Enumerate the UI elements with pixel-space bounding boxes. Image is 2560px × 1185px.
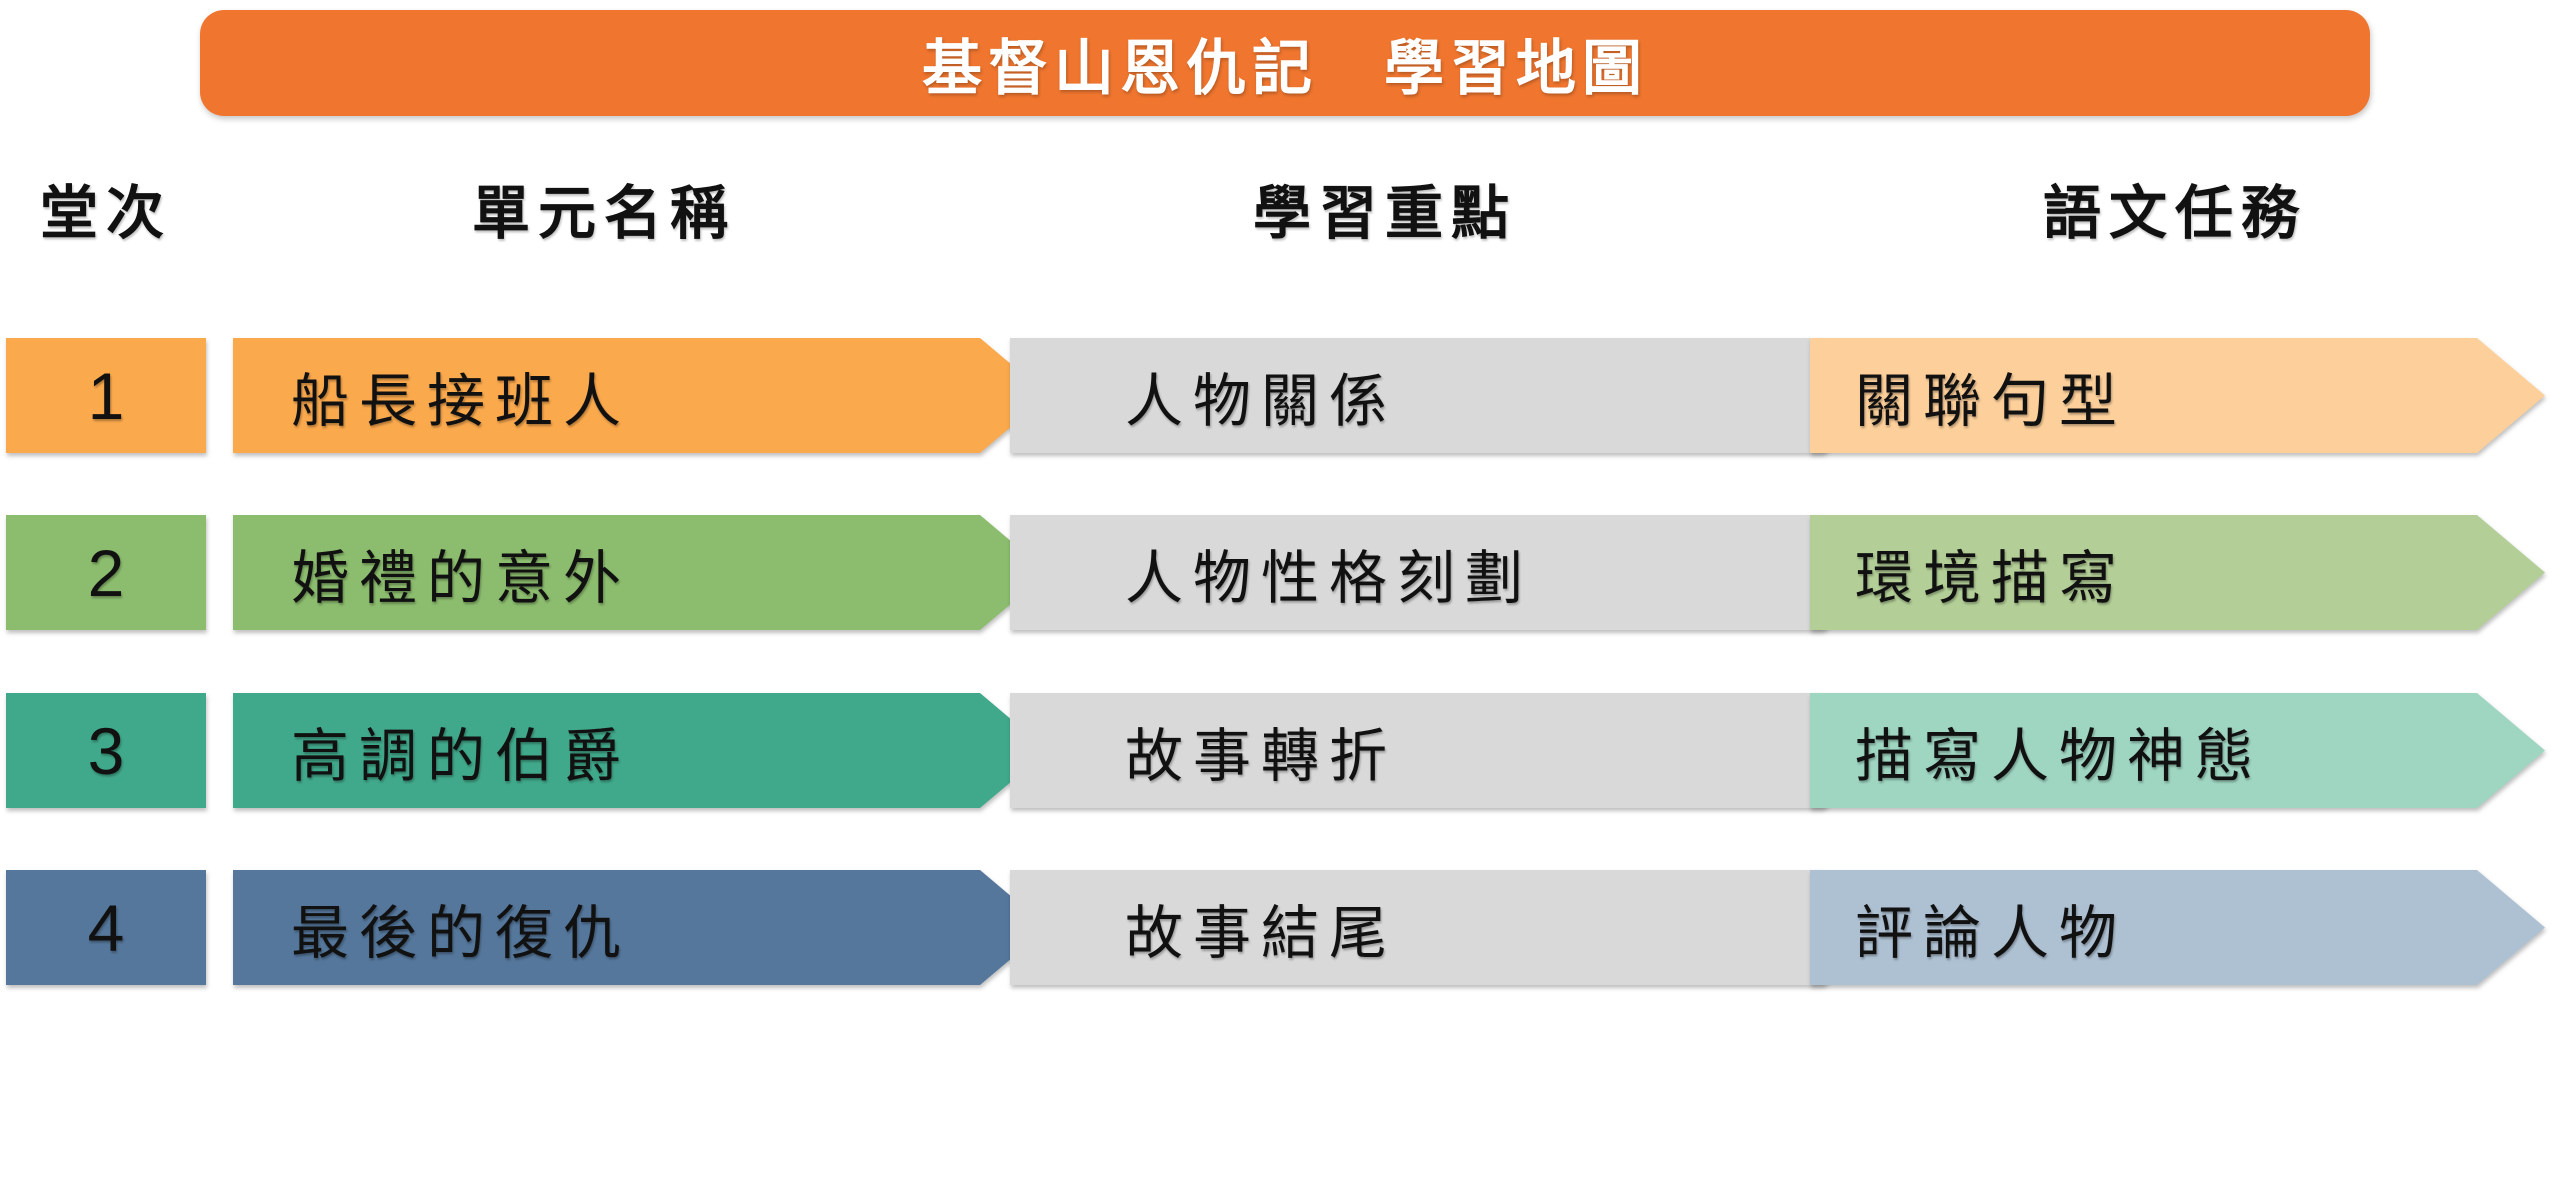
column-header-unit: 單元名稱 — [471, 181, 737, 246]
unit-arrow: 婚禮的意外 — [233, 515, 990, 630]
task-label: 關聯句型 — [1810, 338, 2545, 453]
task-label: 描寫人物神態 — [1810, 693, 2545, 808]
task-arrow: 描寫人物神態 — [1810, 693, 2500, 808]
unit-arrow: 高調的伯爵 — [233, 693, 990, 808]
unit-label: 婚禮的意外 — [233, 515, 1048, 630]
focus-label: 故事轉折 — [1010, 693, 1891, 808]
table-row: 4 最後的復仇 故事結尾 評論人物 — [0, 870, 2560, 985]
session-number: 4 — [6, 870, 206, 985]
column-header-session: 堂次 — [39, 181, 173, 246]
session-number: 1 — [6, 338, 206, 453]
session-number-box: 4 — [6, 870, 206, 985]
task-label: 環境描寫 — [1810, 515, 2545, 630]
session-number-box: 1 — [6, 338, 206, 453]
focus-arrow: 人物關係 — [1010, 338, 1776, 453]
unit-label: 最後的復仇 — [233, 870, 1048, 985]
task-arrow: 環境描寫 — [1810, 515, 2500, 630]
session-number: 3 — [6, 693, 206, 808]
focus-arrow: 故事結尾 — [1010, 870, 1776, 985]
title-banner: 基督山恩仇記 學習地圖 — [200, 10, 2370, 116]
focus-label: 人物性格刻劃 — [1010, 515, 1891, 630]
table-row: 2 婚禮的意外 人物性格刻劃 環境描寫 — [0, 515, 2560, 630]
table-row: 3 高調的伯爵 故事轉折 描寫人物神態 — [0, 693, 2560, 808]
session-number-box: 2 — [6, 515, 206, 630]
task-arrow: 評論人物 — [1810, 870, 2500, 985]
task-label: 評論人物 — [1810, 870, 2545, 985]
session-number-box: 3 — [6, 693, 206, 808]
unit-arrow: 船長接班人 — [233, 338, 990, 453]
focus-arrow: 人物性格刻劃 — [1010, 515, 1776, 630]
unit-arrow: 最後的復仇 — [233, 870, 990, 985]
column-header-focus: 學習重點 — [1252, 181, 1518, 246]
focus-label: 故事結尾 — [1010, 870, 1891, 985]
focus-label: 人物關係 — [1010, 338, 1891, 453]
page-title: 基督山恩仇記 學習地圖 — [200, 10, 2370, 116]
focus-arrow: 故事轉折 — [1010, 693, 1776, 808]
column-header-task: 語文任務 — [2042, 181, 2308, 246]
session-number: 2 — [6, 515, 206, 630]
unit-label: 船長接班人 — [233, 338, 1048, 453]
table-row: 1 船長接班人 人物關係 關聯句型 — [0, 338, 2560, 453]
unit-label: 高調的伯爵 — [233, 693, 1048, 808]
task-arrow: 關聯句型 — [1810, 338, 2500, 453]
